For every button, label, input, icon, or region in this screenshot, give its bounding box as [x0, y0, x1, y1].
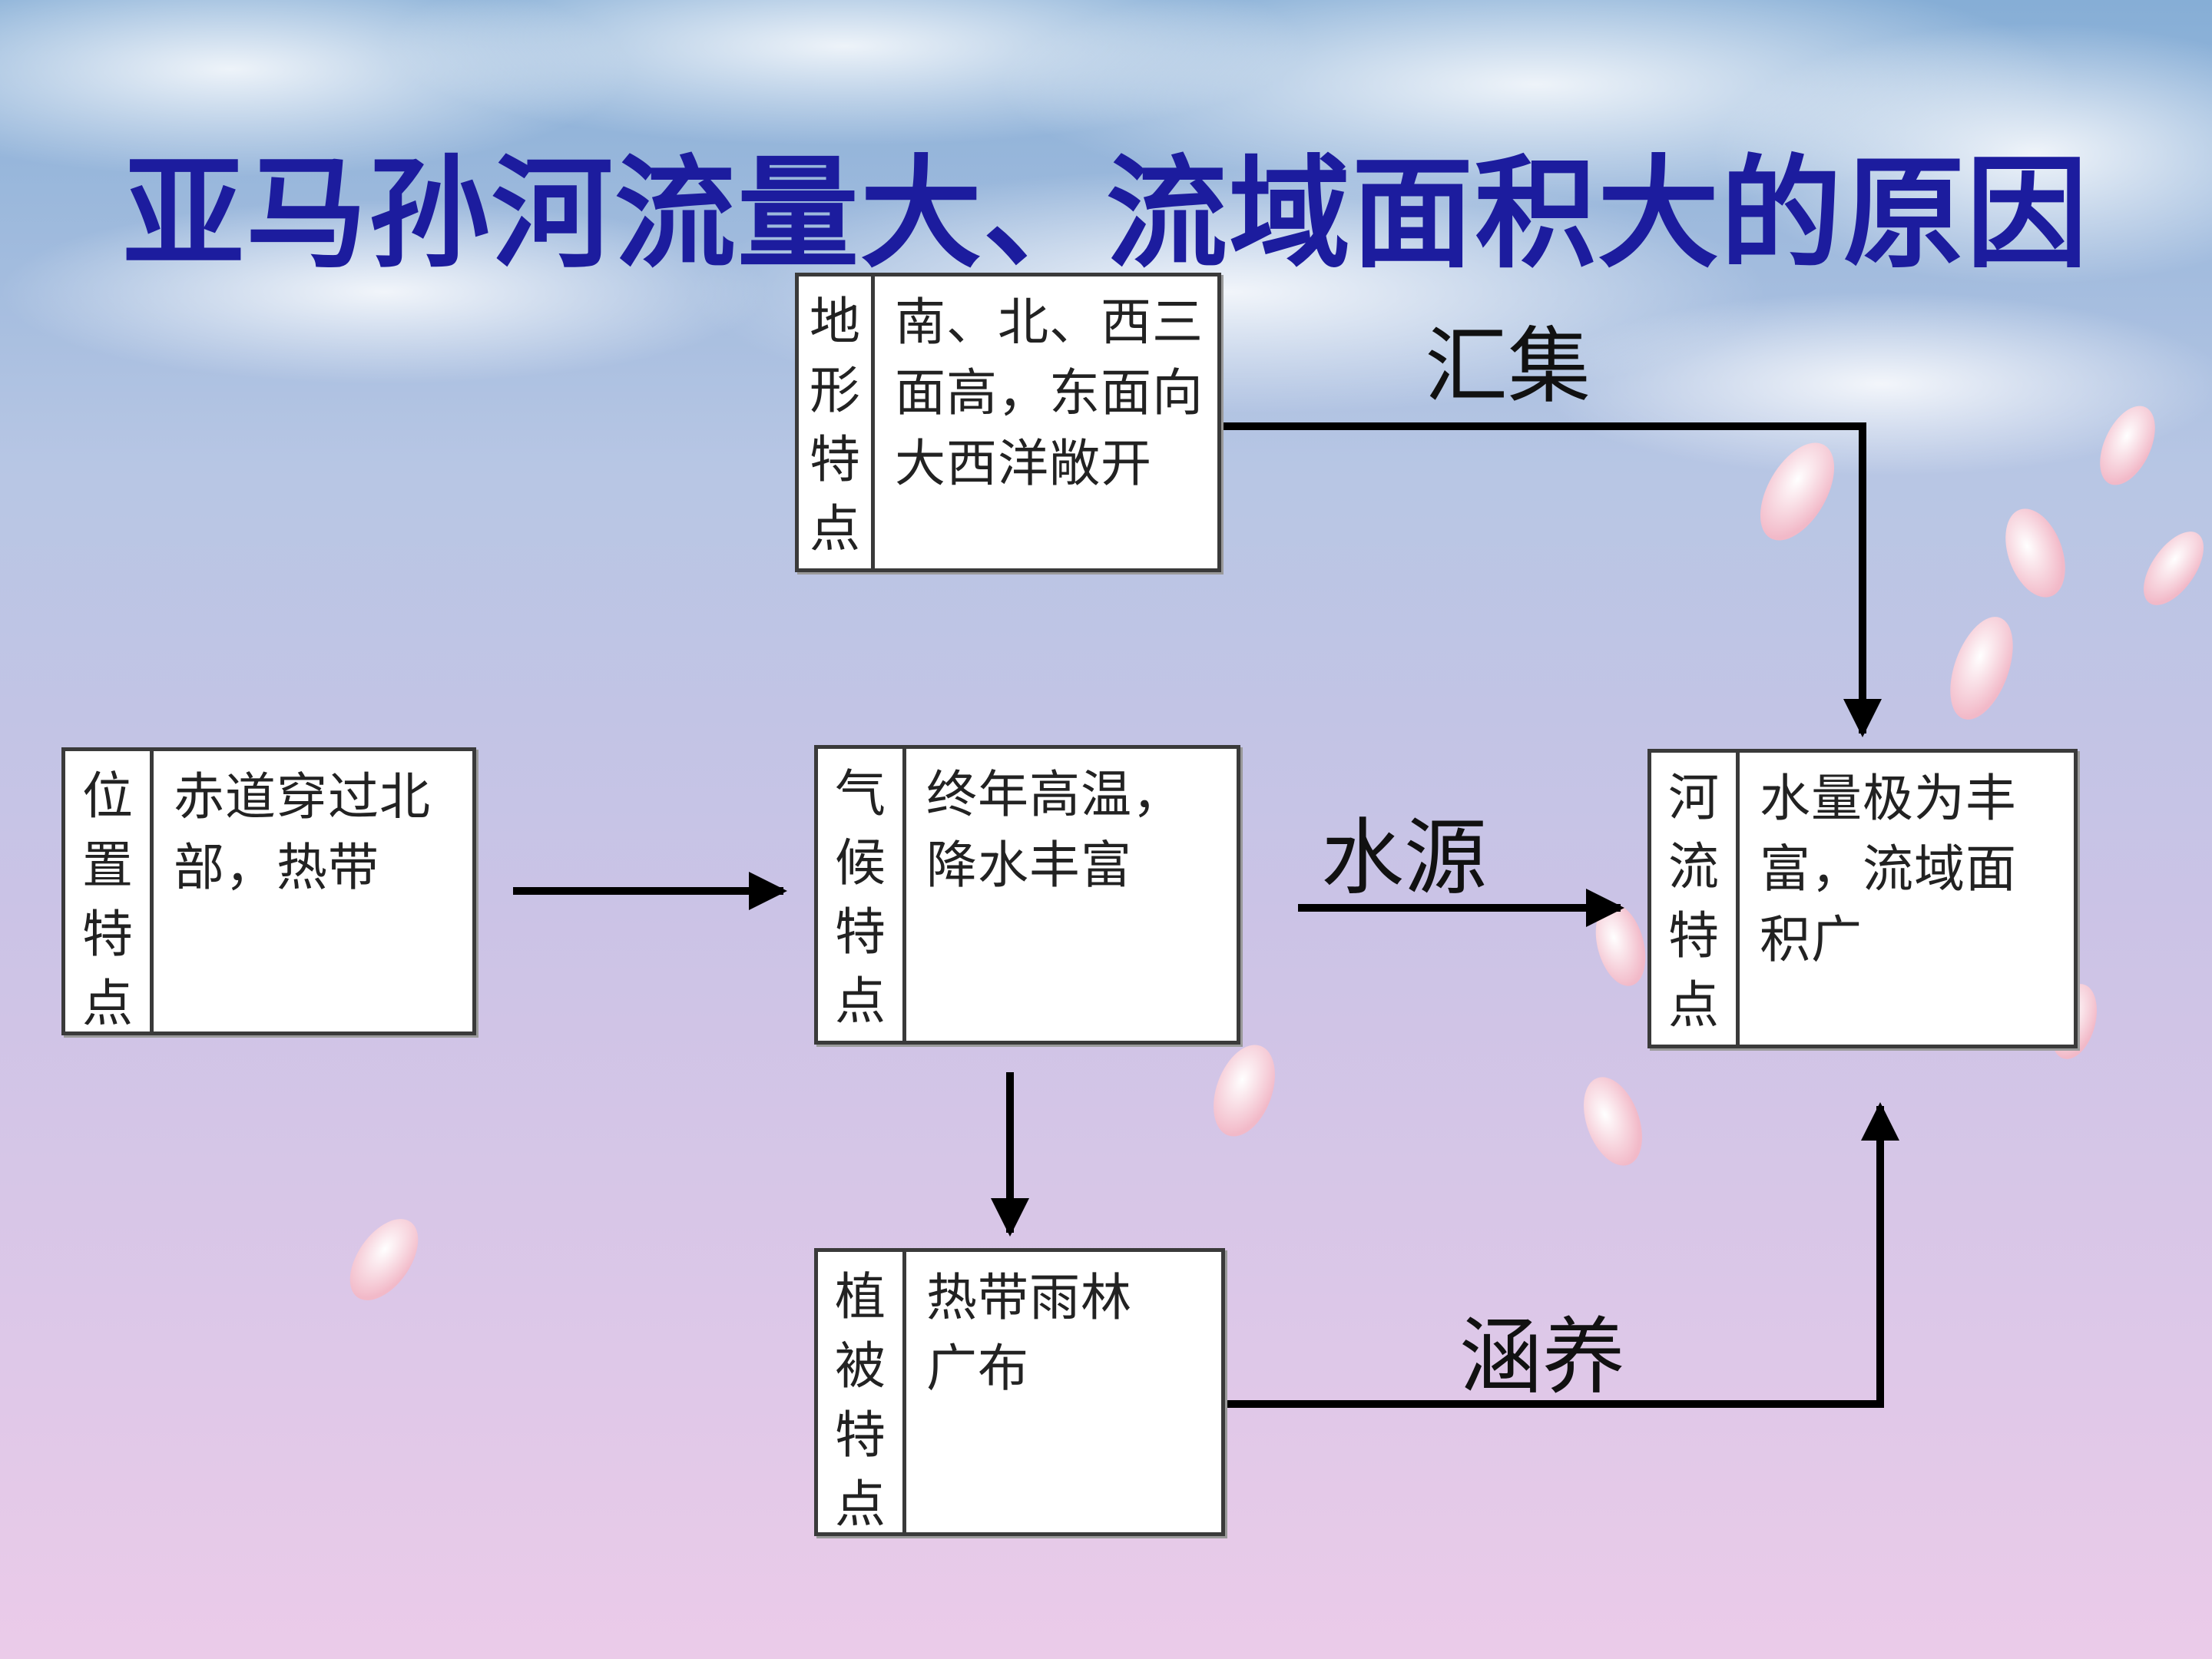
flow-label-converge: 汇集 — [1425, 319, 1591, 415]
river-box: 河 流 特 点 水量极为丰 富，流域面 积广 — [1647, 749, 2078, 1048]
climate-content: 终年高温， 降水丰富 — [926, 765, 1184, 895]
vegetation-box: 植 被 特 点 热带雨林 广布 — [814, 1248, 1225, 1536]
vegetation-label: 植 被 特 点 — [818, 1252, 906, 1534]
vegetation-to-river-arrow — [1221, 1102, 1899, 1408]
river-label: 河 流 特 点 — [1651, 753, 1740, 1045]
terrain-content: 南、北、西三 面高，东面向 大西洋敞开 — [895, 293, 1204, 493]
page-title: 亚马孙河流量大、流域面积大的原因 — [123, 143, 2089, 285]
clouds — [0, 0, 2212, 476]
location-label: 位 置 特 点 — [65, 751, 154, 1033]
river-content: 水量极为丰 富，流域面 积广 — [1760, 769, 2017, 969]
vegetation-content: 热带雨林 广布 — [926, 1268, 1132, 1398]
terrain-box: 地 形 特 点 南、北、西三 面高，东面向 大西洋敞开 — [795, 273, 1221, 572]
terrain-to-river-arrow — [1221, 422, 1882, 737]
flow-label-conserve: 涵养 — [1459, 1310, 1626, 1406]
terrain-label: 地 形 特 点 — [799, 276, 875, 568]
location-box: 位 置 特 点 赤道穿过北 部，热带 — [61, 747, 476, 1035]
climate-box: 气 候 特 点 终年高温， 降水丰富 — [814, 745, 1240, 1045]
climate-label: 气 候 特 点 — [818, 749, 906, 1041]
location-content: 赤道穿过北 部，热带 — [174, 767, 431, 897]
flow-label-water-source: 水源 — [1321, 810, 1488, 906]
